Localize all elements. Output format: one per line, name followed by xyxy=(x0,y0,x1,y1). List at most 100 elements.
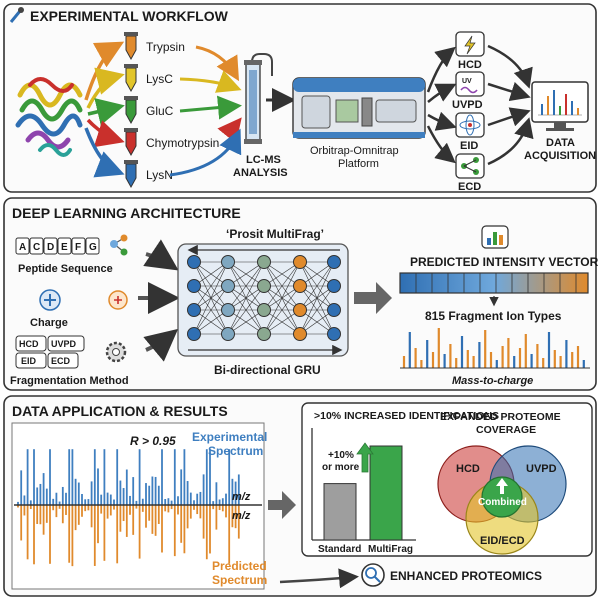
digest-arrows xyxy=(169,45,242,177)
gear-icon xyxy=(105,341,127,363)
mass-spectrum-mini xyxy=(402,328,585,368)
method-eid-icon xyxy=(455,112,485,138)
magnifier-icon xyxy=(361,563,385,587)
lcms-label-line1: LC-MS xyxy=(246,154,281,166)
network-node xyxy=(293,303,307,317)
orbitrap-instrument-icon xyxy=(292,77,426,139)
platform-label-line1: Orbitrap-Omnitrap xyxy=(310,145,399,157)
network-node xyxy=(257,303,271,317)
architecture-title: DEEP LEARNING ARCHITECTURE xyxy=(12,205,241,221)
bar-label-standard: Standard xyxy=(318,544,361,555)
workflow-title: EXPERIMENTAL WORKFLOW xyxy=(30,8,229,24)
frag-chip-hcd: HCD xyxy=(19,339,39,349)
network-box xyxy=(177,243,349,357)
acquisition-label-line2: ACQUISITION xyxy=(524,150,596,162)
intensity-vector xyxy=(399,272,589,294)
results-panel: DATA APPLICATION & RESULTS R > 0.95 Expe… xyxy=(3,395,597,597)
network-node xyxy=(221,303,235,317)
frag-chip-uvpd: UVPD xyxy=(51,339,77,349)
enzyme-label-lysc: LysC xyxy=(146,72,173,86)
experimental-label-line1: Experimental xyxy=(192,430,267,444)
network-edge xyxy=(263,309,301,335)
coverage-title-line2: COVERAGE xyxy=(476,424,536,436)
venn-label-hcd: HCD xyxy=(456,463,480,475)
network-node xyxy=(257,279,271,293)
venn-label-combined: Combined xyxy=(478,497,527,508)
bar-label-multifrag: MultiFrag xyxy=(368,544,413,555)
network-node xyxy=(257,255,271,269)
network-edge xyxy=(263,261,301,287)
enzyme-label-chymotrypsin: Chymotrypsin xyxy=(146,136,219,150)
enzyme-tube-chymotrypsin xyxy=(124,128,138,157)
enhanced-proteomics-label: ENHANCED PROTEOMICS xyxy=(390,569,542,583)
network-node xyxy=(327,303,341,317)
lcms-label-line2: ANALYSIS xyxy=(233,167,288,179)
enzyme-arrows xyxy=(84,41,125,178)
ion-types-label: 815 Fragment Ion Types xyxy=(425,309,562,323)
frag-chip-ecd: ECD xyxy=(51,356,71,366)
network-nodes xyxy=(187,255,341,341)
method-label-hcd: HCD xyxy=(458,59,482,71)
mz-top-label: m/z xyxy=(232,491,251,503)
venn-diagram xyxy=(437,445,567,555)
input-arrows xyxy=(138,239,180,362)
frag-chip-eid: EID xyxy=(21,356,37,366)
acquisition-arrows xyxy=(487,44,534,166)
mirror-spectrum xyxy=(17,449,240,567)
peptide-letter: F xyxy=(75,242,81,253)
r-value: R > 0.95 xyxy=(130,434,176,448)
to-output-arrow xyxy=(354,282,392,314)
predicted-label-line1: Predicted xyxy=(212,559,267,573)
uv-icon-text: UV xyxy=(462,78,472,85)
charged-ion-icon xyxy=(108,290,128,310)
enzyme-label-gluc: GluC xyxy=(146,104,174,118)
method-arrows xyxy=(426,46,457,164)
network-edge xyxy=(193,261,229,335)
frag-method-chips: HCD UVPD EID ECD xyxy=(15,335,85,369)
network-edge xyxy=(263,285,301,335)
charge-label: Charge xyxy=(30,317,68,329)
enzyme-tube-lysn xyxy=(124,160,138,189)
network-node xyxy=(187,327,201,341)
to-enhanced-arrow xyxy=(279,568,359,589)
bar-multifrag xyxy=(369,445,403,541)
network-edge xyxy=(299,261,335,335)
pipette-icon xyxy=(9,7,24,23)
bar-chart-icon xyxy=(481,225,509,249)
enzyme-label-lysn: LysN xyxy=(146,168,173,182)
peptide-letter: C xyxy=(33,242,40,253)
network-node xyxy=(187,303,201,317)
experimental-label-line2: Spectrum xyxy=(208,444,263,458)
network-edge xyxy=(227,261,265,335)
mz-bottom-label: m/z xyxy=(232,510,251,522)
network-node xyxy=(327,279,341,293)
identifications-title: >10% INCREASED IDENTIFICATIONS xyxy=(314,410,499,422)
network-edge xyxy=(299,285,335,335)
frag-method-label: Fragmentation Method xyxy=(10,375,129,387)
network-node xyxy=(327,327,341,341)
protein-structure-icon xyxy=(15,77,83,157)
enzyme-tube-gluc xyxy=(124,96,138,125)
charge-plus-icon xyxy=(39,289,61,311)
enzyme-tube-trypsin xyxy=(124,32,138,61)
method-ecd-icon xyxy=(455,153,485,179)
network-node xyxy=(293,327,307,341)
network-edge xyxy=(193,285,229,335)
network-node xyxy=(293,279,307,293)
to-results-arrow xyxy=(268,491,296,519)
peptide-letter: D xyxy=(47,242,54,253)
peptide-label: Peptide Sequence xyxy=(18,263,113,275)
combined-up-arrow-icon xyxy=(496,478,508,494)
method-uvpd-icon: UV xyxy=(455,71,485,97)
network-node xyxy=(327,255,341,269)
network-node xyxy=(187,255,201,269)
network-node xyxy=(221,327,235,341)
identification-bars xyxy=(323,445,403,541)
increase-line2: or more xyxy=(322,462,360,473)
method-label-uvpd: UVPD xyxy=(452,99,483,111)
network-node xyxy=(257,327,271,341)
vector-title: PREDICTED INTENSITY VECTOR xyxy=(410,255,599,269)
peptide-letter: G xyxy=(89,242,97,253)
peptide-letter: A xyxy=(19,242,26,253)
